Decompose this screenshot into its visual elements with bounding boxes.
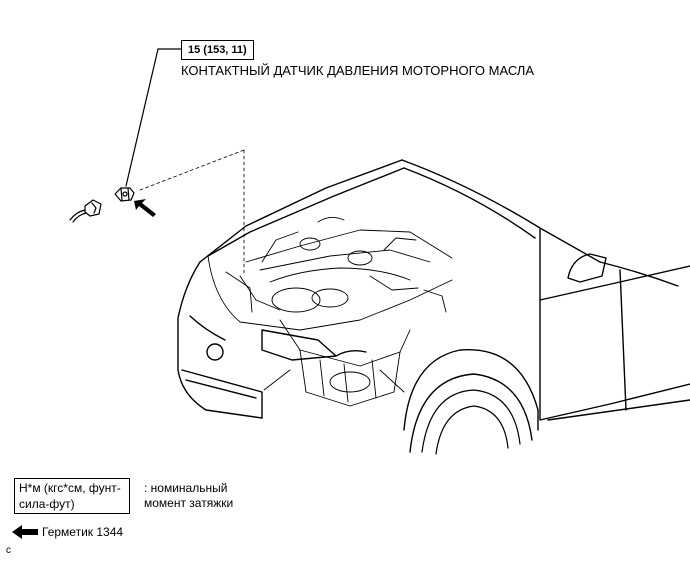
callout-leader-line-diagonal <box>125 48 159 187</box>
torque-units-line1: Н*м (кгс*см, фунт- <box>19 481 121 495</box>
vehicle-outline <box>177 159 690 431</box>
sensor-connector <box>69 199 102 223</box>
location-arrow-icon <box>134 199 156 217</box>
oil-pressure-sensor <box>114 187 135 202</box>
torque-desc-line2: момент затяжки <box>144 496 234 510</box>
engine-assembly <box>207 217 453 407</box>
part-name-label: КОНТАКТНЫЙ ДАТЧИК ДАВЛЕНИЯ МОТОРНОГО МАС… <box>181 63 534 78</box>
sealant-legend: Герметик 1344 <box>12 524 123 540</box>
sealant-label: Герметик 1344 <box>42 525 124 539</box>
front-wheel <box>409 373 533 455</box>
torque-description: : номинальный момент затяжки <box>144 481 233 511</box>
torque-units-box: Н*м (кгс*см, фунт- сила-фут) <box>14 478 130 514</box>
dashed-projection-lines <box>139 149 245 277</box>
torque-desc-line1: : номинальный <box>144 481 228 495</box>
figure-code: c <box>6 545 11 556</box>
torque-spec-box: 15 (153, 11) <box>181 40 254 60</box>
torque-units-line2: сила-фут) <box>19 497 75 511</box>
left-arrow-icon <box>12 525 38 539</box>
